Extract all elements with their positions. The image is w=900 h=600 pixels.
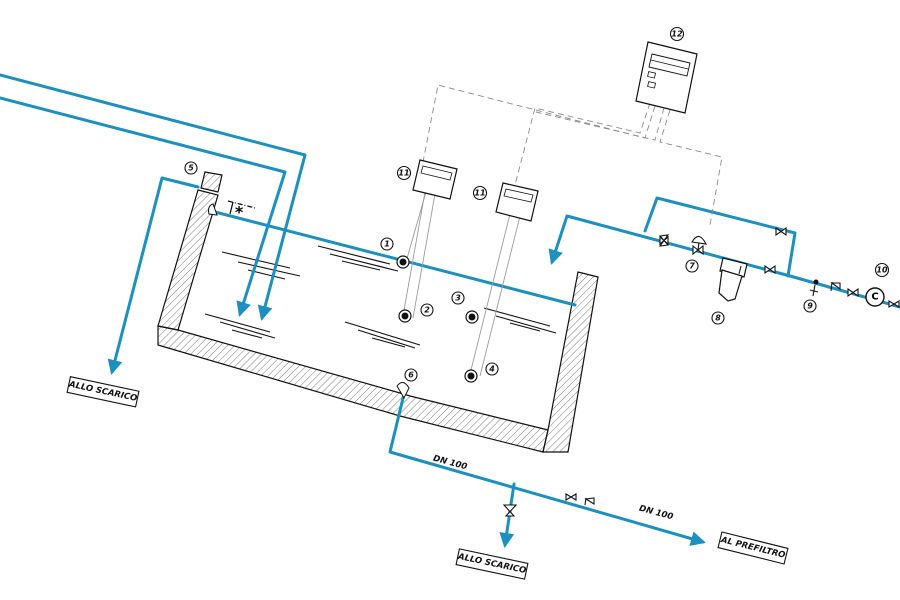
label-discharge-left: ALLO SCARICO — [66, 376, 140, 408]
valve-compressor[interactable] — [847, 287, 859, 298]
valve-drain-1[interactable] — [565, 493, 577, 501]
sensor-3[interactable] — [465, 310, 479, 324]
callout-10: 10 — [874, 262, 890, 278]
transmitter-b[interactable] — [495, 182, 539, 222]
tank — [157, 171, 599, 453]
sensor-4[interactable] — [464, 369, 478, 383]
svg-text:11: 11 — [398, 169, 409, 178]
svg-text:2: 2 — [424, 306, 430, 315]
pipes — [0, 73, 900, 548]
valve-air-7[interactable] — [691, 235, 707, 256]
label-to-prefilter: AL PREFILTRO — [717, 531, 789, 565]
transmitter-a[interactable] — [412, 159, 458, 200]
svg-text:3: 3 — [455, 294, 461, 303]
sensor-cables — [402, 191, 521, 377]
filter-unit[interactable] — [718, 257, 748, 302]
tank-right-wall — [542, 271, 599, 453]
callout-6: 6 — [404, 368, 418, 382]
air-bypass — [643, 196, 797, 278]
drain-pipe — [388, 392, 706, 546]
dn-label-2: DN 100 — [638, 504, 674, 523]
svg-text:5: 5 — [188, 164, 194, 173]
valve-compressor-out[interactable] — [888, 300, 900, 308]
svg-text:C: C — [871, 292, 878, 303]
water-ripples — [204, 245, 557, 349]
valve-bypass[interactable] — [775, 226, 787, 237]
water-level-line — [213, 210, 577, 307]
sensor-1[interactable] — [396, 255, 410, 269]
svg-text:7: 7 — [689, 262, 695, 271]
inlet-pipe-2 — [0, 96, 287, 317]
callout-2: 2 — [420, 303, 434, 317]
level-indicator: * — [227, 200, 256, 222]
valve-drain-branch[interactable] — [502, 504, 518, 517]
drain-notch — [396, 382, 410, 400]
callout-11a: 11 — [396, 165, 412, 181]
svg-text:6: 6 — [408, 371, 414, 380]
callout-5: 5 — [184, 161, 198, 175]
overflow-notch — [208, 203, 218, 216]
svg-text:8: 8 — [715, 314, 721, 323]
sensor-2[interactable] — [398, 309, 412, 323]
controller-panel[interactable] — [635, 41, 698, 114]
valve-air-left[interactable] — [658, 234, 670, 247]
svg-text:9: 9 — [807, 302, 813, 311]
svg-text:10: 10 — [876, 266, 888, 275]
callout-12: 12 — [669, 26, 685, 42]
svg-text:12: 12 — [671, 30, 683, 39]
callout-8: 8 — [711, 311, 725, 325]
callout-1: 1 — [380, 237, 394, 251]
check-valve[interactable] — [830, 281, 841, 292]
callout-11b: 11 — [472, 185, 488, 201]
overflow-pipe — [107, 176, 200, 375]
callout-4: 4 — [485, 362, 499, 376]
valve-air-right[interactable] — [764, 264, 776, 275]
svg-text:11: 11 — [474, 189, 485, 198]
label-discharge-bottom: ALLO SCARICO — [455, 548, 529, 580]
svg-text:1: 1 — [384, 240, 390, 249]
inlet-pipe-1 — [0, 73, 307, 321]
tank-floor — [157, 325, 549, 453]
point-9[interactable] — [809, 279, 819, 297]
callout-3: 3 — [451, 291, 465, 305]
compressor[interactable]: C — [865, 287, 885, 307]
asterisk-label: * — [235, 203, 244, 222]
air-line-main — [548, 214, 900, 309]
callout-7: 7 — [685, 259, 699, 273]
overflow-weir — [200, 171, 223, 193]
signal-lines — [422, 84, 723, 226]
callout-9: 9 — [803, 299, 817, 313]
svg-text:4: 4 — [488, 365, 495, 374]
valve-drain-2[interactable] — [584, 497, 595, 506]
